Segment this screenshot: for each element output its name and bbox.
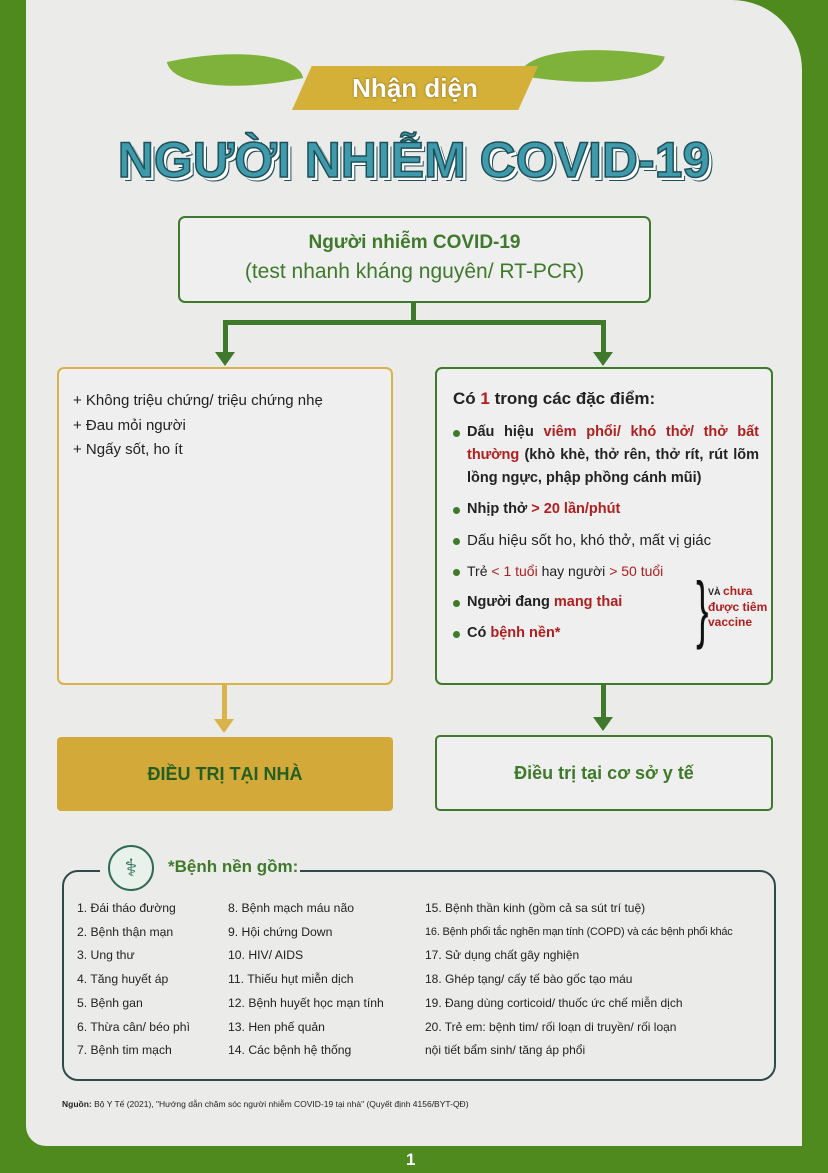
symptom-item: + Đau mỏi người bbox=[73, 416, 186, 434]
symptom-item: + Không triệu chứng/ triệu chứng nhẹ bbox=[73, 392, 323, 409]
legend-column-3: 15. Bệnh thần kinh (gồm cả sa sút trí tu… bbox=[425, 897, 733, 1063]
legend-column-2: 8. Bệnh mạch máu não 9. Hội chứng Down 10.… bbox=[228, 897, 384, 1063]
legend-item: 2. Bệnh thận mạn bbox=[77, 924, 174, 939]
criteria-item: Dấu hiệu viêm phổi/ khó thở/ thở bất thư… bbox=[453, 421, 759, 490]
comorbidity-legend bbox=[62, 870, 776, 1081]
page-title: NGƯỜI NHIỄM COVID-19 bbox=[117, 131, 711, 189]
facility-treatment-box: Điều trị tại cơ sở y tế bbox=[435, 735, 773, 811]
legend-item: 8. Bệnh mạch máu não bbox=[228, 901, 355, 915]
connector-line bbox=[601, 320, 606, 354]
home-treatment-box: ĐIỀU TRỊ TẠI NHÀ bbox=[57, 737, 393, 811]
subtitle-banner: Nhận diện bbox=[292, 66, 538, 110]
infected-title: Người nhiễm COVID-19 bbox=[308, 232, 521, 253]
legend-item: 18. Ghép tạng/ cấy tế bào gốc tạo máu bbox=[425, 972, 633, 987]
legend-item: 12. Bệnh huyết học mạn tính bbox=[228, 995, 384, 1010]
legend-item: 20. Trẻ em: bệnh tim/ rối loạn di truyền… bbox=[425, 1019, 677, 1034]
legend-item: 3. Ung thư bbox=[77, 948, 135, 963]
legend-item: 4. Tăng huyết áp bbox=[77, 972, 169, 987]
arrow-down-icon bbox=[593, 352, 613, 366]
legend-item: nội tiết bẩm sinh/ tăng áp phổi bbox=[425, 1043, 586, 1058]
legend-title: *Bệnh nền gồm: bbox=[168, 857, 299, 876]
connector-line bbox=[601, 685, 606, 719]
vaccine-note: VÀ chưa được tiêm vaccine bbox=[708, 584, 768, 629]
legend-item: 14. Các bệnh hệ thống bbox=[228, 1043, 352, 1058]
legend-item: 11. Thiếu hụt miễn dịch bbox=[228, 972, 354, 987]
criteria-item: Nhịp thở > 20 lần/phút bbox=[453, 498, 759, 521]
infected-person-box: Người nhiễm COVID-19 (test nhanh kháng n… bbox=[178, 216, 651, 303]
page-number: 1 bbox=[406, 1150, 416, 1169]
legend-item: 6. Thừa cân/ béo phì bbox=[77, 1019, 190, 1034]
arrow-down-icon bbox=[593, 717, 613, 731]
mild-symptoms-box: + Không triệu chứng/ triệu chứng nhẹ + Đ… bbox=[57, 367, 393, 685]
symptom-item: + Ngấy sốt, ho ít bbox=[73, 441, 183, 458]
criteria-heading: Có 1 trong các đặc điểm: bbox=[453, 389, 656, 408]
connector-line bbox=[223, 320, 606, 325]
criteria-item: Người đang mang thai bbox=[453, 591, 689, 614]
severe-criteria-box: Có 1 trong các đặc điểm: Dấu hiệu viêm p… bbox=[435, 367, 773, 685]
criteria-item: Có bệnh nền* bbox=[453, 622, 689, 645]
legend-column-1: 1. Đái tháo đường 2. Bệnh thận mạn 3. Ung … bbox=[77, 897, 190, 1063]
doctor-icon: ⚕ bbox=[108, 845, 154, 891]
legend-item: 5. Bệnh gan bbox=[77, 995, 143, 1010]
legend-item: 1. Đái tháo đường bbox=[77, 901, 176, 915]
source-citation: Nguồn: Bộ Y Tế (2021), "Hướng dẫn chăm s… bbox=[62, 1099, 469, 1109]
legend-item: 9. Hội chứng Down bbox=[228, 924, 333, 939]
arrow-down-icon bbox=[215, 352, 235, 366]
connector-line bbox=[411, 303, 416, 325]
connector-line bbox=[223, 320, 228, 354]
arrow-down-icon bbox=[214, 719, 234, 733]
connector-line bbox=[222, 685, 227, 721]
legend-item: 13. Hen phế quản bbox=[228, 1019, 325, 1034]
infected-test-method: (test nhanh kháng nguyên/ RT-PCR) bbox=[244, 260, 585, 283]
criteria-item: Dấu hiệu sốt ho, khó thở, mất vị giác bbox=[453, 529, 759, 552]
brace-icon: } bbox=[696, 567, 709, 650]
legend-item: 15. Bệnh thần kinh (gồm cả sa sút trí tu… bbox=[425, 901, 646, 915]
legend-item: 16. Bệnh phổi tắc nghẽn mạn tính (COPD) … bbox=[425, 925, 733, 938]
legend-item: 17. Sử dụng chất gây nghiện bbox=[425, 948, 580, 963]
criteria-item: Trẻ < 1 tuổi hay người > 50 tuổi bbox=[453, 560, 689, 583]
legend-item: 10. HIV/ AIDS bbox=[228, 948, 304, 963]
legend-item: 19. Đang dùng corticoid/ thuốc ức chế mi… bbox=[425, 995, 683, 1010]
legend-item: 7. Bệnh tim mạch bbox=[77, 1043, 172, 1058]
